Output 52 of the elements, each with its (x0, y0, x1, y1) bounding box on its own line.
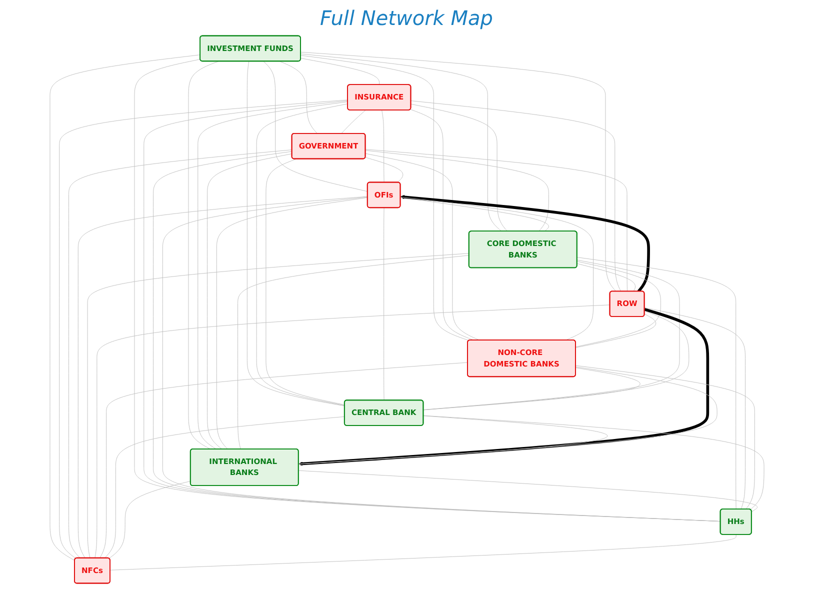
connector (574, 314, 656, 348)
connector (300, 54, 502, 232)
connector (77, 196, 368, 558)
connector (364, 149, 627, 292)
connector (298, 470, 758, 512)
connector (422, 368, 640, 410)
connector (68, 150, 292, 558)
connector (576, 257, 736, 510)
connector (58, 100, 348, 559)
connector (300, 58, 380, 86)
connector (246, 61, 344, 406)
connector (422, 310, 689, 410)
connector (364, 157, 403, 183)
connector (422, 260, 680, 410)
connector (364, 150, 548, 232)
arrow (298, 308, 709, 466)
connector (400, 197, 548, 232)
arrow (400, 194, 650, 292)
connector (300, 55, 469, 341)
connector (94, 304, 610, 558)
connector (298, 366, 717, 464)
connector (300, 52, 616, 292)
connector (108, 480, 190, 559)
connector (298, 416, 608, 464)
connector (237, 255, 469, 450)
connector (279, 61, 318, 134)
connector (188, 61, 218, 450)
connector (256, 104, 348, 406)
connector (262, 61, 368, 192)
connector (265, 158, 344, 406)
connector (574, 365, 754, 510)
connector (574, 261, 660, 348)
connector (644, 307, 745, 510)
connector (104, 416, 344, 558)
diagram-title: Full Network Map (319, 6, 494, 30)
connector (206, 154, 292, 450)
connector (422, 415, 764, 510)
connector (400, 196, 594, 340)
connector (410, 100, 621, 292)
connector (99, 362, 468, 558)
connector (383, 208, 384, 401)
connector (340, 110, 366, 134)
connector (197, 102, 348, 450)
connector (109, 534, 736, 570)
connector (216, 197, 368, 450)
connector (410, 104, 508, 232)
connector (381, 110, 384, 183)
connector (364, 153, 480, 340)
connector (49, 54, 200, 561)
connector (86, 253, 469, 558)
connector (410, 109, 474, 340)
connector (576, 263, 636, 292)
